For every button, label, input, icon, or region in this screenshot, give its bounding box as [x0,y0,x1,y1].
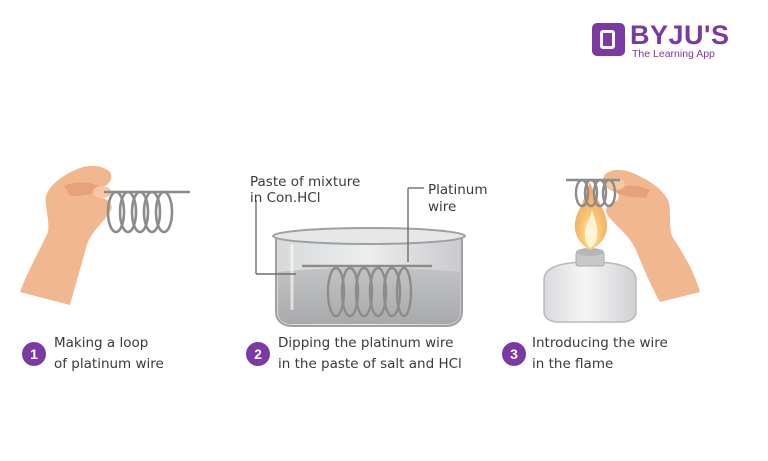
step-3-badge: 3 [502,342,526,366]
paste-label-line1: Paste of mixture [250,174,361,190]
step-3-line1: Introducing the wire [532,335,668,351]
wire-label-line2: wire [428,199,457,215]
coil-step1-icon [104,190,190,234]
step-3-line2: in the flame [532,356,614,372]
label-leader-lines [255,187,424,275]
step-1-line1: Making a loop [54,335,149,351]
brand-name: BYJU'S [630,20,730,50]
coil-step3-icon [566,178,620,208]
byjus-logo-icon [592,23,625,56]
step-1-line2: of platinum wire [54,356,164,372]
step-2-badge: 2 [246,342,270,366]
spirit-lamp-icon [543,248,637,323]
wire-label-line1: Platinum [428,182,488,198]
beaker-icon [272,227,466,327]
step-2-line2: in the paste of salt and HCl [278,356,462,372]
step-1-badge: 1 [22,342,46,366]
coil-step2-icon [302,264,432,318]
hand-left-icon [20,165,112,305]
flame-icon [574,182,608,250]
paste-label-line2: in Con.HCl [250,190,321,206]
step-2-line1: Dipping the platinum wire [278,335,454,351]
brand-tagline: The Learning App [632,48,715,60]
